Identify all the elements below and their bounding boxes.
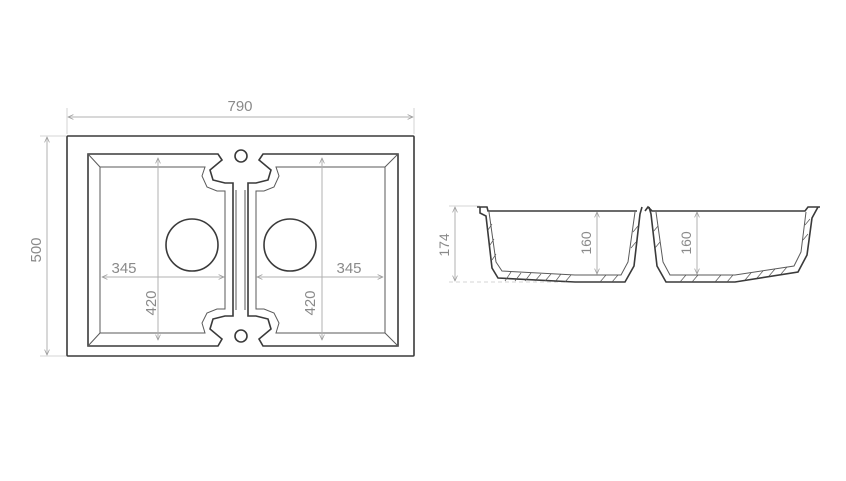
right-bowl-dimensions: 345 420 bbox=[257, 158, 383, 340]
overall-height-dimension: 174 bbox=[436, 205, 575, 283]
overall-height-label: 174 bbox=[436, 233, 452, 257]
overflow-hole-top bbox=[234, 149, 248, 163]
section-view: 174 bbox=[436, 205, 820, 283]
right-bowl-width-label: 345 bbox=[336, 260, 361, 277]
top-view: 790 500 bbox=[28, 98, 415, 357]
right-drain-hole bbox=[263, 218, 317, 272]
left-bowl-depth-dimension: 160 bbox=[578, 212, 597, 274]
left-bowl-outline bbox=[87, 153, 234, 347]
left-drain-hole bbox=[165, 218, 219, 272]
left-bowl-dimensions: 345 420 bbox=[102, 158, 224, 340]
overall-width-label: 790 bbox=[227, 98, 252, 115]
overall-depth-dimension: 500 bbox=[28, 135, 66, 357]
section-hatching bbox=[487, 218, 811, 283]
right-bowl-depth-dimension: 160 bbox=[678, 212, 697, 274]
section-rim bbox=[477, 205, 820, 212]
overflow-hole-bottom bbox=[234, 329, 248, 343]
section-right-bowl-outer bbox=[648, 206, 819, 283]
left-bowl-depth-label: 160 bbox=[578, 231, 594, 255]
left-bowl-length-label: 420 bbox=[143, 290, 160, 315]
right-bowl-inner bbox=[255, 166, 386, 334]
left-bowl-inner bbox=[99, 166, 226, 334]
right-bowl-outline bbox=[247, 153, 399, 347]
left-bowl-width-label: 345 bbox=[111, 260, 136, 277]
section-left-bowl-outer bbox=[479, 206, 643, 283]
overall-depth-label: 500 bbox=[28, 237, 45, 262]
overall-width-dimension: 790 bbox=[66, 98, 415, 134]
right-bowl-depth-label: 160 bbox=[678, 231, 694, 255]
sink-outer-rim bbox=[66, 135, 415, 357]
right-bowl-length-label: 420 bbox=[302, 290, 319, 315]
